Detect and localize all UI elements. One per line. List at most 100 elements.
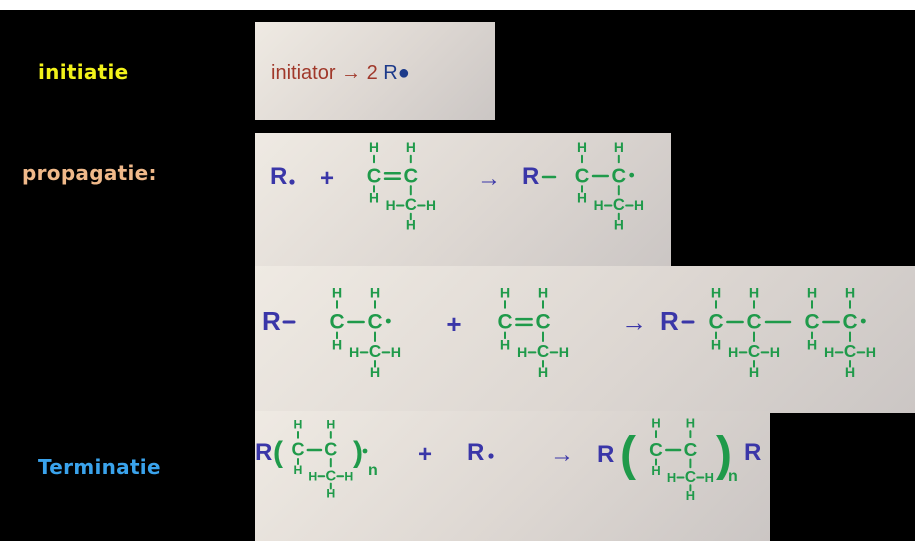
hydrogen-atom: H — [705, 470, 714, 485]
hydrogen-atom: H — [369, 140, 379, 155]
hydrogen-atom: H — [824, 345, 834, 361]
radical-R: R — [660, 306, 679, 336]
carbon-atom: C — [611, 165, 626, 187]
carbon-atom: C — [324, 440, 337, 460]
carbon-atom: C — [291, 440, 304, 460]
hydrogen-atom: H — [651, 416, 660, 431]
hydrogen-atom: H — [426, 198, 436, 213]
radical-dot — [289, 179, 295, 185]
carbon-atom: C — [708, 311, 723, 334]
carbon-atom: C — [403, 165, 418, 187]
reaction-arrow: → — [550, 441, 574, 468]
carbon-atom: C — [575, 165, 590, 187]
hydrogen-atom: H — [369, 191, 379, 206]
radical-dot — [385, 318, 391, 324]
initiation-card — [255, 22, 495, 120]
methyl-carbon: C — [748, 342, 760, 361]
radical-R: R — [255, 439, 272, 466]
methyl-carbon: C — [844, 342, 856, 361]
carbon-atom: C — [842, 311, 857, 334]
hydrogen-atom: H — [577, 140, 587, 155]
methyl-carbon: C — [405, 195, 417, 214]
hydrogen-atom: H — [294, 418, 303, 432]
carbon-atom: C — [329, 311, 344, 334]
reaction-arrow: → — [477, 165, 501, 192]
hydrogen-atom: H — [517, 345, 527, 361]
radical-dot — [629, 172, 635, 178]
close-bracket: ) — [353, 436, 363, 469]
open-bracket: ( — [620, 428, 636, 481]
hydrogen-atom: H — [326, 418, 335, 432]
radical-dot — [860, 318, 866, 324]
hydrogen-atom: H — [711, 338, 721, 354]
hydrogen-atom: H — [667, 470, 676, 485]
hydrogen-atom: H — [577, 191, 587, 206]
carbon-atom: C — [649, 440, 663, 461]
bottom-edge-strip — [0, 541, 915, 545]
initiation-label: initiatie — [38, 60, 129, 84]
hydrogen-atom: H — [686, 416, 695, 431]
methyl-carbon: C — [685, 469, 696, 486]
radical-dot — [488, 453, 494, 459]
coefficient-text: 2 — [366, 62, 378, 84]
hydrogen-atom: H — [406, 140, 416, 155]
carbon-atom: C — [367, 165, 382, 187]
radical-R: R — [597, 441, 614, 468]
methyl-carbon: C — [369, 342, 381, 361]
hydrogen-atom: H — [614, 217, 624, 232]
radical-R: R — [522, 163, 539, 190]
hydrogen-atom: H — [749, 365, 759, 381]
hydrogen-atom: H — [500, 338, 510, 354]
hydrogen-atom: H — [711, 285, 721, 301]
reaction-arrow: → — [341, 62, 362, 84]
hydrogen-atom: H — [349, 345, 359, 361]
plus-sign: + — [418, 441, 432, 468]
plus-sign: + — [446, 309, 461, 339]
hydrogen-atom: H — [770, 345, 780, 361]
hydrogen-atom: H — [634, 198, 644, 213]
hydrogen-atom: H — [308, 469, 317, 483]
hydrogen-atom: H — [686, 488, 695, 503]
radical-R: R — [262, 306, 281, 336]
terminal-R: R — [744, 439, 761, 466]
carbon-atom: C — [746, 311, 761, 334]
hydrogen-atom: H — [344, 469, 353, 483]
hydrogen-atom: H — [370, 285, 380, 301]
close-bracket: ) — [716, 428, 732, 481]
hydrogen-atom: H — [594, 198, 604, 213]
hydrogen-atom: H — [845, 285, 855, 301]
hydrogen-atom: H — [326, 487, 335, 501]
radical-R: R — [270, 163, 287, 190]
hydrogen-atom: H — [406, 217, 416, 232]
radical-text: R● — [383, 62, 410, 84]
hydrogen-atom: H — [386, 198, 396, 213]
hydrogen-atom: H — [651, 463, 660, 478]
reaction-arrow: → — [621, 307, 647, 337]
hydrogen-atom: H — [332, 338, 342, 354]
hydrogen-atom: H — [866, 345, 876, 361]
top-edge-strip — [0, 0, 915, 10]
hydrogen-atom: H — [728, 345, 738, 361]
methyl-carbon: C — [613, 195, 625, 214]
carbon-atom: C — [497, 311, 512, 334]
carbon-atom: C — [684, 440, 698, 461]
repeat-index: n — [728, 468, 738, 485]
propagation-label: propagatie: — [22, 161, 157, 185]
hydrogen-atom: H — [559, 345, 569, 361]
propagation-card-2 — [255, 266, 915, 413]
hydrogen-atom: H — [538, 365, 548, 381]
carbon-atom: C — [535, 311, 550, 334]
methyl-carbon: C — [325, 468, 336, 484]
carbon-atom: C — [367, 311, 382, 334]
repeat-index: n — [368, 462, 378, 479]
initiation-equation: initiator → 2 R● — [271, 62, 410, 85]
radical-R: R — [467, 439, 484, 466]
hydrogen-atom: H — [500, 285, 510, 301]
hydrogen-atom: H — [807, 338, 817, 354]
hydrogen-atom: H — [370, 365, 380, 381]
plus-sign: + — [320, 165, 334, 192]
